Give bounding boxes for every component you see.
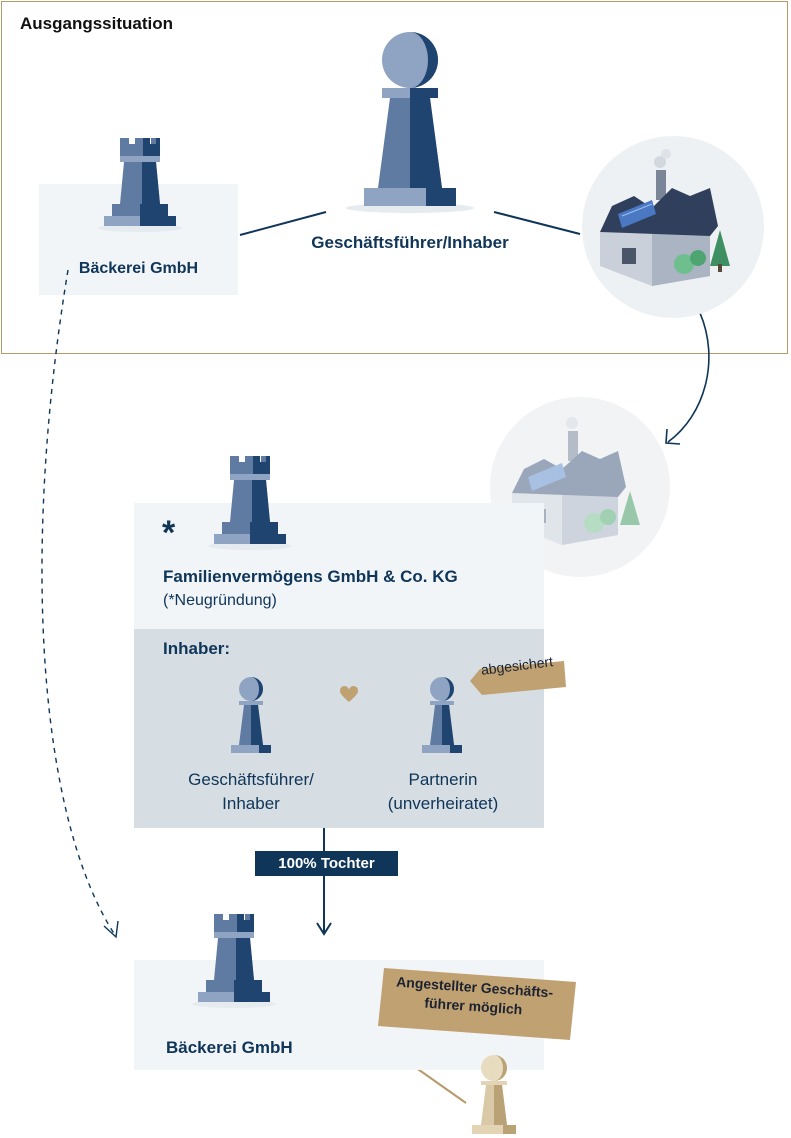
owners-heading: Inhaber: xyxy=(163,639,231,658)
holding-asterisk: * xyxy=(162,514,176,552)
situation-owner-label: Geschäftsführer/Inhaber xyxy=(311,233,509,252)
owner2-label: Partnerin (unverheiratet) xyxy=(370,768,516,816)
owner2-line2: (unverheiratet) xyxy=(387,794,499,813)
relation-badge: 100% Tochter xyxy=(255,851,398,876)
holding-note: (*Neugründung) xyxy=(163,592,277,609)
situation-frame xyxy=(1,1,788,354)
secured-tag-shape xyxy=(470,661,566,695)
rook-icon xyxy=(192,914,276,1008)
holding-panel xyxy=(134,503,544,629)
pawn-icon xyxy=(231,677,271,753)
holding-name: Familienvermögens GmbH & Co. KG xyxy=(163,567,458,586)
heart-icon xyxy=(339,685,359,702)
factory-icon xyxy=(582,136,764,318)
owner1-line2: Inhaber xyxy=(222,794,280,813)
manager-tag-shape xyxy=(378,968,576,1040)
rook-icon xyxy=(208,456,292,550)
owner2-line1: Partnerin xyxy=(408,770,478,789)
owners-panel xyxy=(134,629,544,828)
situation-title: Ausgangssituation xyxy=(20,14,174,33)
pawn-icon xyxy=(422,677,462,753)
pawn-icon xyxy=(472,1055,516,1134)
owner1-line1: Geschäftsführer/ xyxy=(188,770,314,789)
situation-company-label: Bäckerei GmbH xyxy=(78,260,199,277)
subsidiary-company-label: Bäckerei GmbH xyxy=(166,1038,293,1057)
owner1-label: Geschäftsführer/ Inhaber xyxy=(170,768,332,816)
rook-icon xyxy=(98,138,182,232)
pawn-icon xyxy=(346,32,474,213)
